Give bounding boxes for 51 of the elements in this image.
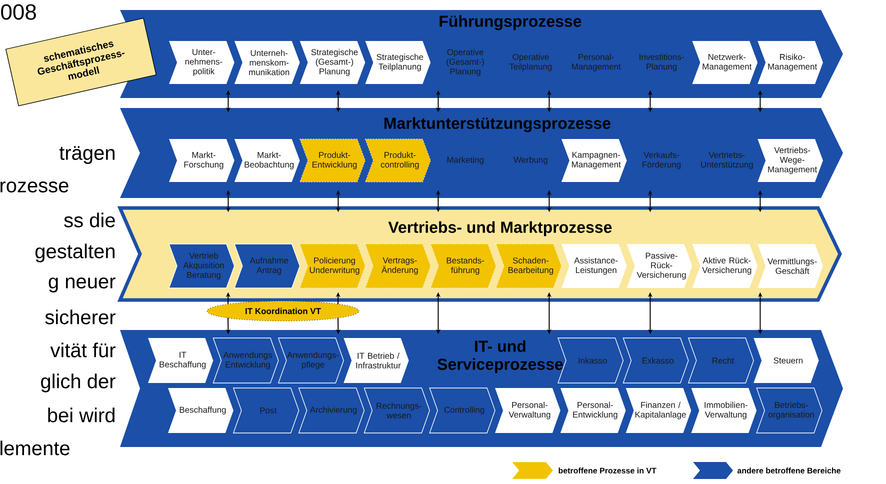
process-step: IT Beschaffung (148, 338, 214, 383)
process-text: Operative Teilplanung (509, 54, 552, 72)
body-text: vität für (50, 342, 116, 358)
process-step: Policierung Underwritung (299, 244, 366, 288)
body-text: glich der (41, 374, 116, 392)
process-step: Unterneh- menskom- munikation (234, 41, 300, 84)
process-step: Finanzen / Kapitalanlage (626, 388, 692, 433)
process-step: Unter- nehmens- politik (169, 41, 234, 84)
process-text: Werbung (514, 156, 548, 164)
process-step: Kampagnen- Management (561, 139, 627, 182)
process-step: Vermittlungs- Geschäft (758, 244, 823, 288)
process-step: Vertrags- Änderung (364, 244, 431, 288)
process-step: Netzwerk- Management (692, 41, 758, 84)
body-text: rozesse (0, 182, 68, 192)
process-step: Beschaffung (168, 388, 234, 433)
process-step: IT Betrieb / Infrastruktur (344, 338, 409, 383)
process-step: Personal- Verwaltung (495, 388, 560, 433)
process-step: Assistance- Leistungen (561, 244, 627, 288)
body-text: gestalten (35, 244, 114, 262)
process-step: Markt- Beobachtung (234, 139, 300, 182)
process-step: Schaden- Bearbeitung (496, 244, 562, 288)
process-step: Anwendungs- pflege (278, 338, 344, 384)
process-text: Vertriebs- Unterstützung (701, 152, 753, 170)
legend-text: betroffene Prozesse in VT (558, 468, 656, 474)
process-step: Aktive Rück- Versicherung (692, 244, 758, 288)
legend-text: andere betroffene Bereiche (737, 468, 840, 474)
body-text: trägen (59, 146, 114, 164)
process-step: Passive- Rück- Versicherung (626, 244, 692, 288)
body-text: g neuer (48, 278, 116, 292)
process-step: Strategische (Gesamt-) Planung (300, 41, 366, 84)
process-step: Steuern (754, 338, 819, 383)
process-step: Recht (688, 338, 754, 384)
process-step: Bestands- führung (430, 244, 496, 288)
process-text: Investitions- Planung (640, 54, 684, 72)
process-step: Produkt- Entwicklung (299, 138, 366, 182)
process-step: Personal- Entwicklung (560, 388, 626, 433)
body-text: 008 (1, 4, 36, 20)
process-step: Strategische Teilplanung (365, 41, 431, 84)
process-step: Immobilien- Verwaltung (691, 388, 757, 433)
process-text: Marketing (447, 156, 484, 164)
process-text: Operative (Gesamt-) Planung (446, 48, 484, 76)
process-text: Personal- Management (572, 54, 621, 72)
body-text: bei wird (48, 408, 114, 422)
process-step: Risiko- Management (758, 41, 823, 84)
process-step: Vertriebs- Wege- Management (758, 139, 823, 182)
process-step: Produkt- controlling (364, 138, 431, 182)
body-text: lemente (0, 440, 70, 456)
body-text: ss die (64, 212, 115, 228)
process-step: Markt- Forschung (169, 139, 234, 182)
process-text: Verkaufs- Förderung (642, 152, 681, 170)
body-text: sicherer (45, 310, 116, 324)
